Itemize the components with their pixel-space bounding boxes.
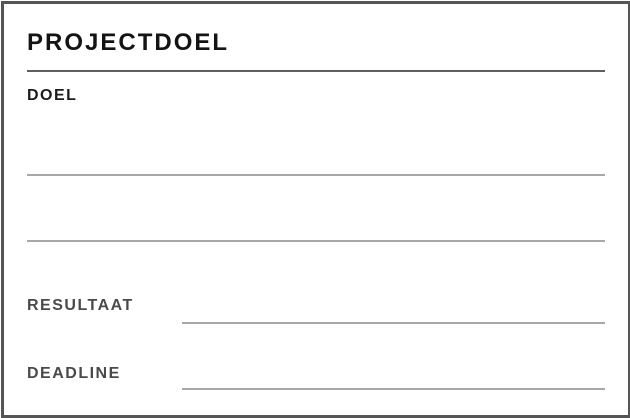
doel-write-line-1[interactable]	[27, 174, 605, 176]
title-divider	[27, 70, 605, 72]
deadline-write-line[interactable]	[182, 388, 605, 390]
resultaat-label: RESULTAAT	[27, 297, 134, 314]
resultaat-write-line[interactable]	[182, 322, 605, 324]
doel-write-line-2[interactable]	[27, 240, 605, 242]
deadline-label: DEADLINE	[27, 365, 121, 382]
doel-label: DOEL	[27, 87, 78, 104]
form-title: PROJECTDOEL	[27, 29, 230, 56]
